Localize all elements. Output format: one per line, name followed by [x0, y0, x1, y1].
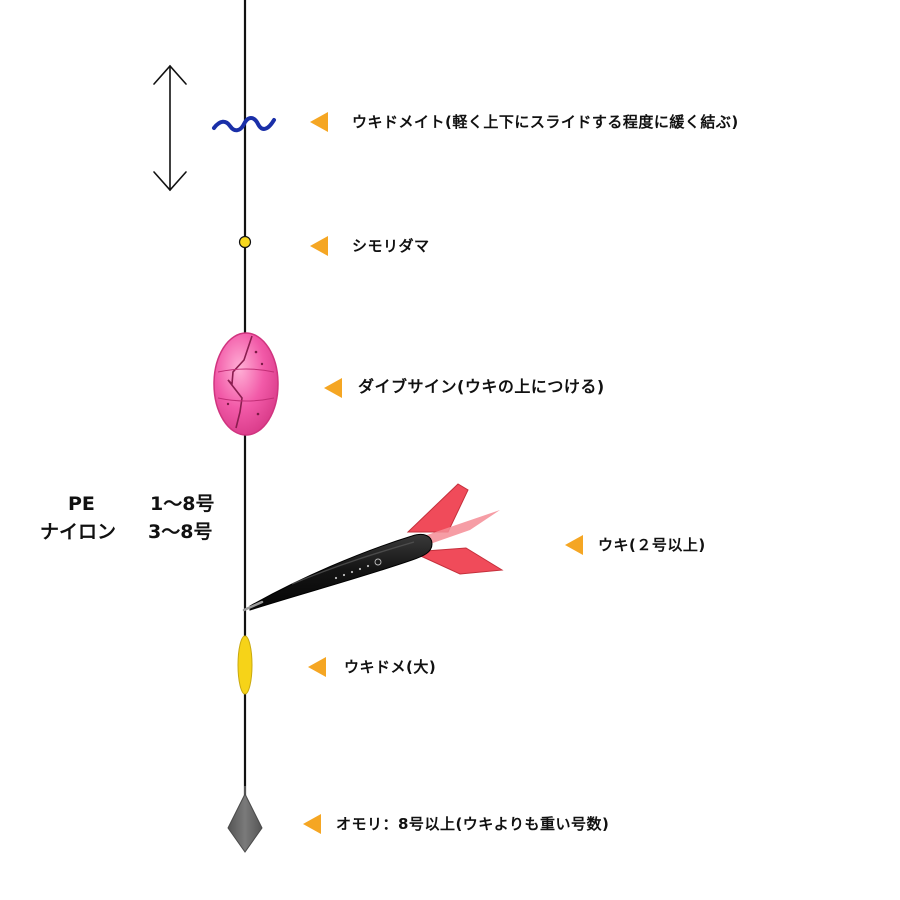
large-stopper-label: ウキドメ(大): [344, 658, 437, 676]
stopper-knot-icon: [212, 116, 276, 133]
sinker-icon: [227, 786, 263, 853]
line-spec-pe-name: PE: [68, 493, 95, 515]
bead-icon: [238, 235, 252, 249]
dive-sign-label: ダイブサイン(ウキの上につける): [358, 377, 605, 396]
sinker-label: オモリ：8号以上(ウキよりも重い号数): [336, 815, 610, 833]
large-stopper-marker: [308, 657, 326, 677]
dive-sign-marker: [324, 378, 342, 398]
sinker-marker: [303, 814, 321, 834]
float-marker: [565, 535, 583, 555]
line-spec-nylon-name: ナイロン: [40, 521, 117, 543]
float-label: ウキ(２号以上): [598, 536, 706, 554]
bead-label: シモリダマ: [352, 237, 430, 255]
line-spec-nylon-range: 3〜8号: [148, 521, 213, 543]
float-icon: [242, 483, 504, 612]
stopper-knot-label: ウキドメイト(軽く上下にスライドする程度に緩く結ぶ): [352, 113, 739, 131]
large-stopper-icon: [237, 635, 253, 695]
line-spec-pe-range: 1〜8号: [150, 493, 215, 515]
bead-marker: [310, 236, 328, 256]
slide-range-arrow: [153, 64, 187, 192]
dive-sign-icon: [213, 332, 279, 436]
stopper-knot-marker: [310, 112, 328, 132]
